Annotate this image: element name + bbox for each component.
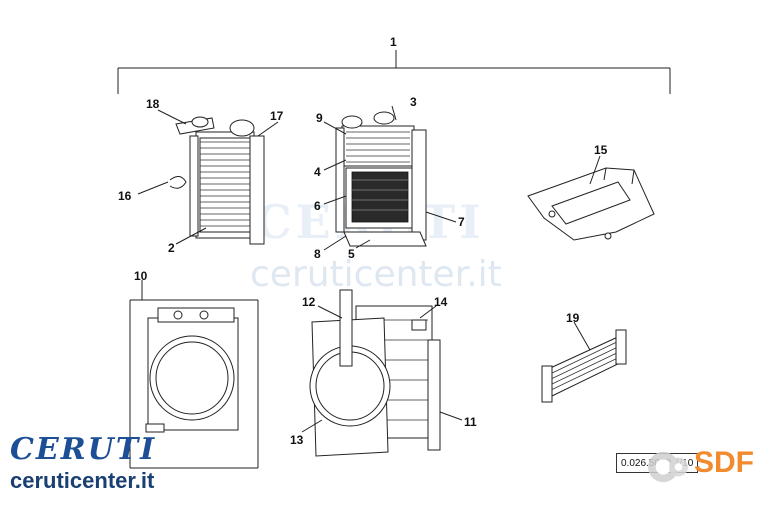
callout-4: 4 (314, 165, 321, 179)
callout-15: 15 (594, 143, 608, 157)
callout-7: 7 (458, 215, 465, 229)
callouts: 1 2 3 4 5 6 7 8 9 10 11 12 13 14 15 16 1… (118, 35, 608, 447)
intercooler-assembly (335, 111, 427, 247)
watermark-url: ceruticenter.it (250, 254, 502, 295)
callout-11: 11 (464, 415, 477, 429)
callout-14: 14 (434, 295, 448, 309)
ceruti-logo: CERUTI (10, 432, 157, 467)
radiator-core-fins (200, 141, 250, 227)
callout-6: 6 (314, 199, 321, 213)
callout-1: 1 (390, 35, 397, 49)
mounting-bracket (527, 167, 655, 241)
callout-9: 9 (316, 111, 323, 125)
callout-8: 8 (314, 247, 321, 261)
callout-5: 5 (348, 247, 355, 261)
fan-shroud-box (129, 280, 259, 469)
callout-12: 12 (302, 295, 316, 309)
leader-lines (137, 105, 601, 433)
callout-3: 3 (410, 95, 417, 109)
oil-cooler (541, 329, 627, 403)
sdf-logo-text: SDF (694, 446, 754, 479)
callout-17: 17 (270, 109, 284, 123)
callout-2: 2 (168, 241, 175, 255)
sdf-gear-icon (648, 451, 688, 483)
callout-18: 18 (146, 97, 160, 111)
ceruti-url: ceruticenter.it (10, 468, 155, 493)
callout-19: 19 (566, 311, 580, 325)
radiator-with-shroud (309, 289, 441, 457)
callout-10: 10 (134, 269, 148, 283)
callout-13: 13 (290, 433, 304, 447)
assembly-bracket (117, 50, 671, 94)
radiator-assembly (169, 116, 265, 245)
callout-16: 16 (118, 189, 132, 203)
